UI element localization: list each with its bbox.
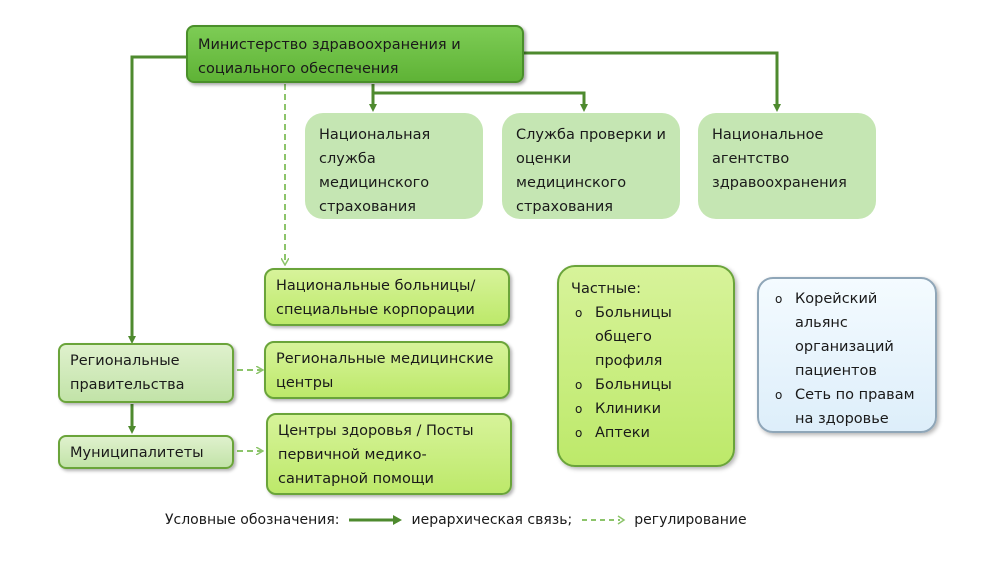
health-centers-box: Центры здоровья / Посты первичной медико… [266,413,512,495]
agency-label: Национальное агентство здравоохранения [712,127,847,191]
list-item: Сеть по правам на здоровье [771,383,923,431]
regional-gov-label: Региональные правительства [70,353,185,393]
municipalities-box: Муниципалитеты [58,435,234,469]
list-item: Аптеки [571,421,721,445]
agency-box-hira: Служба проверки и оценки медицинского ст… [502,113,680,219]
health-centers-label: Центры здоровья / Посты первичной медико… [278,423,474,487]
agency-box-nhis: Национальная служба медицинского страхов… [305,113,483,219]
legend-title: Условные обозначения: [165,512,340,528]
private-list: Больницы общего профиля Больницы Клиники… [571,301,721,445]
legend-regulation-label: регулирование [634,512,747,528]
hierarchy-arrow-ministry-regional [128,55,186,344]
civil-society-box: Корейский альянс организаций пациентов С… [757,277,937,433]
ministry-box: Министерство здравоохранения и социально… [186,25,524,83]
national-hospitals-label: Национальные больницы/ специальные корпо… [276,278,476,318]
regional-centers-box: Региональные медицинские центры [264,341,510,399]
list-item: Корейский альянс организаций пациентов [771,287,923,383]
agency-label: Национальная служба медицинского страхов… [319,127,431,215]
private-sector-box: Частные: Больницы общего профиля Больниц… [557,265,735,467]
agency-label: Служба проверки и оценки медицинского ст… [516,127,666,215]
dashed-arrow-icon [582,515,626,525]
regional-centers-label: Региональные медицинские центры [276,351,494,391]
agency-box-nha: Национальное агентство здравоохранения [698,113,876,219]
private-title: Частные: [571,281,641,297]
civil-list: Корейский альянс организаций пациентов С… [771,287,923,431]
regional-gov-box: Региональные правительства [58,343,234,403]
municipalities-label: Муниципалитеты [70,445,204,461]
ministry-label: Министерство здравоохранения и социально… [198,37,461,77]
legend: Условные обозначения: иерархическая связ… [165,512,747,528]
list-item: Клиники [571,397,721,421]
hierarchy-arrow-ministry-nha [524,51,781,112]
legend-hierarchy-label: иерархическая связь; [411,512,573,528]
list-item: Больницы [571,373,721,397]
national-hospitals-box: Национальные больницы/ специальные корпо… [264,268,510,326]
list-item: Больницы общего профиля [571,301,721,373]
solid-arrow-icon [349,515,403,525]
hierarchy-arrow-ministry-hira [373,91,588,112]
